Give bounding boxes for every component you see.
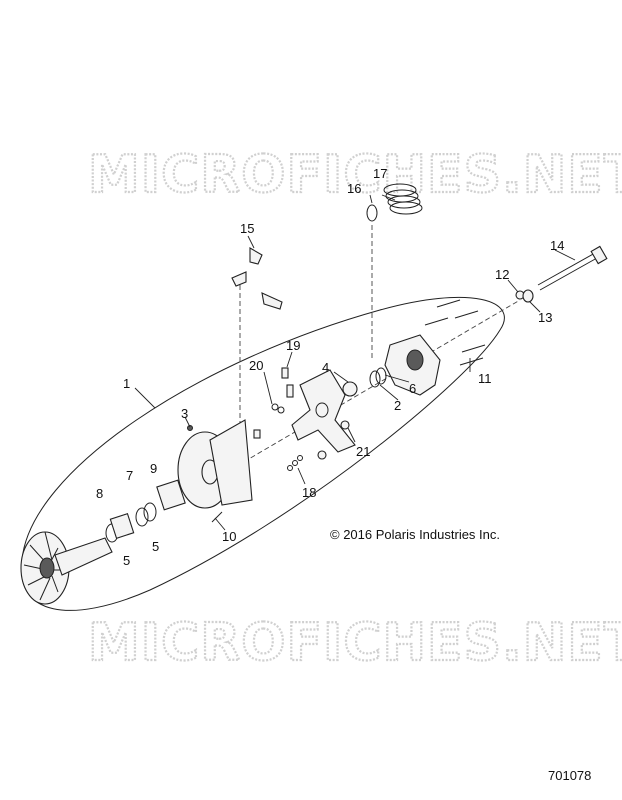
callout-16: 16 — [347, 181, 361, 196]
copyright-notice: © 2016 Polaris Industries Inc. — [330, 527, 500, 542]
cover-bolts — [424, 299, 486, 366]
callout-12: 12 — [495, 267, 509, 282]
callout-8: 8 — [96, 486, 103, 501]
callout-9: 9 — [150, 461, 157, 476]
callouts: 1 2 3 4 5 5 6 7 8 9 10 11 12 13 14 15 16… — [96, 166, 564, 568]
callout-3: 3 — [181, 406, 188, 421]
callout-19: 19 — [286, 338, 300, 353]
callout-13: 13 — [538, 310, 552, 325]
nut-and-rings — [342, 367, 387, 397]
assembly-outline — [20, 296, 505, 611]
leader-lines — [134, 194, 576, 531]
callout-5a: 5 — [152, 539, 159, 554]
spider — [291, 369, 356, 460]
callout-17: 17 — [373, 166, 387, 181]
callout-20: 20 — [249, 358, 263, 373]
callout-14: 14 — [550, 238, 564, 253]
main-bolt — [515, 245, 608, 303]
callout-6: 6 — [409, 381, 416, 396]
axis-line — [229, 299, 521, 471]
callout-18: 18 — [302, 485, 316, 500]
small-hardware — [231, 247, 303, 471]
moveable-sheave — [177, 419, 253, 523]
callout-21: 21 — [356, 444, 370, 459]
watermark-top: MICROFICHES.NET — [88, 145, 622, 205]
bushings-rings — [105, 479, 186, 543]
callout-5b: 5 — [123, 553, 130, 568]
callout-2: 2 — [394, 398, 401, 413]
callout-10: 10 — [222, 529, 236, 544]
figure-number: 701078 — [548, 768, 591, 783]
fan-sheave — [20, 531, 113, 605]
callout-4: 4 — [322, 360, 329, 375]
callout-7: 7 — [126, 468, 133, 483]
spring — [366, 183, 423, 222]
cover — [384, 334, 441, 396]
callout-15: 15 — [240, 221, 254, 236]
callout-1: 1 — [123, 376, 130, 391]
callout-11: 11 — [478, 371, 492, 386]
watermark-bottom: MICROFICHES.NET — [88, 613, 622, 673]
